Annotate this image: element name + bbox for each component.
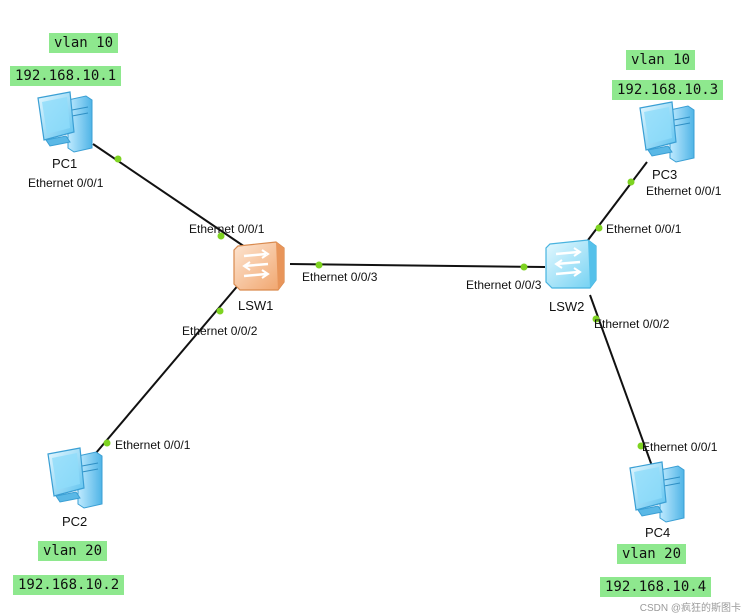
pc1-vlan-tag: vlan 10 [49,33,119,53]
lsw2-port-pc4-label: Ethernet 0/0/2 [594,317,670,331]
pc2-icon[interactable] [47,447,103,509]
link-lsw1-pc2 [89,282,241,461]
lsw2-name-label: LSW2 [549,299,585,314]
port-dot-lsw2-pc3 [595,224,603,232]
pc4-vlan-tag: vlan 20 [617,544,687,564]
port-dot-lsw2-pc4 [592,315,600,323]
port-dot-pc3 [627,178,635,186]
lsw1-port-lsw2-label: Ethernet 0/0/3 [302,270,378,284]
pc3-name-label: PC3 [652,167,678,182]
pc1-port-label: Ethernet 0/0/1 [28,176,104,190]
pc2-vlan-tag: vlan 20 [38,541,108,561]
lsw2-port-pc3-label: Ethernet 0/0/1 [606,222,682,236]
lsw1-name-label: LSW1 [238,298,274,313]
pc2-ip-tag: 192.168.10.2 [13,575,125,595]
lsw1-switch-icon[interactable] [233,241,285,291]
lsw2-switch-icon[interactable] [545,239,597,289]
pc3-icon[interactable] [639,101,695,163]
port-dot-lsw2-lsw1 [520,263,528,271]
pc2-name-label: PC2 [62,514,88,529]
port-dot-lsw1-pc2 [216,307,224,315]
pc3-vlan-tag: vlan 10 [626,50,696,70]
pc2-port-label: Ethernet 0/0/1 [115,438,191,452]
port-dot-lsw1-lsw2 [315,261,323,269]
link-lsw1-lsw2 [289,263,546,268]
pc1-ip-tag: 192.168.10.1 [10,66,122,86]
lsw1-port-pc1-label: Ethernet 0/0/1 [189,222,265,236]
link-lsw2-pc3 [581,161,648,249]
link-lsw2-pc4 [589,294,653,467]
watermark-text: CSDN @疯狂的斯图卡 [639,603,741,614]
port-dot-pc1 [114,155,122,163]
pc4-icon[interactable] [629,461,685,523]
pc1-icon[interactable] [37,91,93,153]
port-dots [103,155,645,450]
lsw1-port-pc2-label: Ethernet 0/0/2 [182,324,258,338]
port-dot-pc2 [103,439,111,447]
pc3-port-label: Ethernet 0/0/1 [646,184,722,198]
lsw2-port-lsw1-label: Ethernet 0/0/3 [466,278,542,292]
port-dot-pc4 [637,442,645,450]
port-dot-lsw1-pc1 [217,232,225,240]
pc4-port-label: Ethernet 0/0/1 [642,440,718,454]
links [89,143,653,467]
pc4-ip-tag: 192.168.10.4 [600,577,712,597]
pc1-name-label: PC1 [52,156,78,171]
pc4-name-label: PC4 [645,525,671,540]
pc3-ip-tag: 192.168.10.3 [612,80,724,100]
